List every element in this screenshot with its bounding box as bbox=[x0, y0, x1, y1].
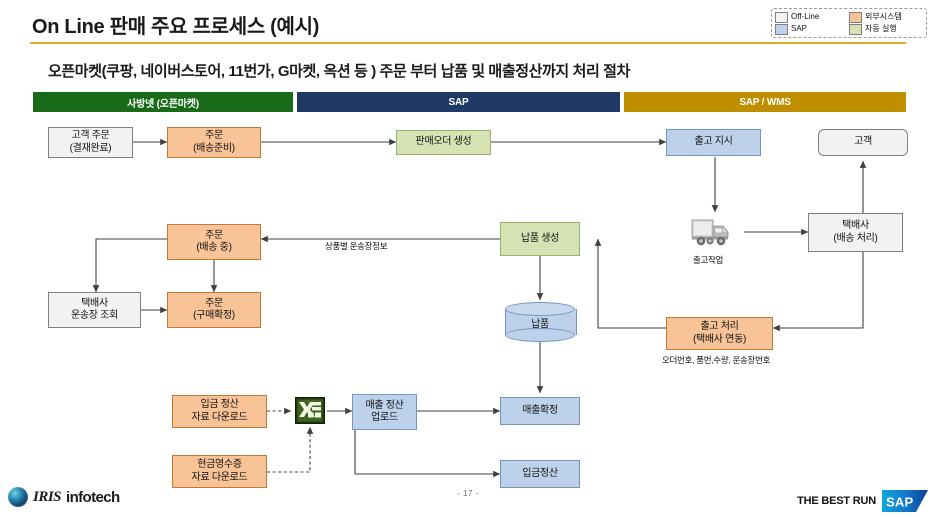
node-deposit-download-line1: 입금 정산 bbox=[200, 399, 239, 410]
node-sales-confirm[interactable]: 매출확정 bbox=[500, 397, 580, 425]
node-cash-receipt-download-line1: 현금영수증 bbox=[197, 459, 242, 470]
lane-header-sap: SAP bbox=[297, 92, 620, 112]
cylinder-bottom bbox=[505, 328, 575, 342]
node-deposit-settle-label: 입금정산 bbox=[522, 467, 558, 479]
node-customer-order-line1: 고객 주문 bbox=[71, 130, 110, 141]
node-deposit-download-line2: 자료 다운로드 bbox=[191, 411, 248, 423]
node-order-shipping[interactable]: 주문 (배송 중) bbox=[167, 224, 261, 260]
legend-item-sap: SAP bbox=[775, 23, 849, 35]
node-order-ready-line2: (배송준비) bbox=[193, 142, 235, 154]
node-customer-order-line2: (결재완료) bbox=[69, 142, 112, 154]
node-order-shipping-line2: (배송 중) bbox=[196, 242, 232, 253]
node-sales-order-create[interactable]: 판매오더 생성 bbox=[396, 130, 491, 155]
legend-label-offline: Off-Line bbox=[791, 12, 820, 21]
node-courier-shipping-line1: 택배사 bbox=[842, 220, 869, 231]
node-deposit-settle[interactable]: 입금정산 bbox=[500, 460, 580, 488]
node-delivery-db[interactable]: 납품 bbox=[505, 302, 577, 342]
legend-label-sap: SAP bbox=[791, 24, 808, 33]
node-courier-lookup-line2: 운송장 조회 bbox=[71, 310, 118, 321]
iris-logo-italic: IRIS bbox=[33, 488, 62, 505]
node-delivery-create[interactable]: 납품 생성 bbox=[500, 222, 580, 256]
node-cash-receipt-download-text: 현금영수증 자료 다운로드 bbox=[192, 459, 248, 484]
page-title: On Line 판매 주요 프로세스 (예시) bbox=[32, 16, 320, 38]
node-delivery-create-label: 납품 생성 bbox=[520, 232, 560, 244]
truck-icon bbox=[691, 219, 729, 246]
node-courier-lookup[interactable]: 택배사 운송장 조회 bbox=[48, 292, 141, 328]
caption-issue-fields: 오더번호, 품번,수량, 운송장번호 bbox=[662, 355, 771, 365]
node-goods-issue-process-line1: 출고 처리 bbox=[700, 321, 739, 332]
node-goods-issue-order[interactable]: 출고 지시 bbox=[666, 129, 761, 156]
node-cash-receipt-download[interactable]: 현금영수증 자료 다운로드 bbox=[172, 455, 267, 488]
node-sales-upload-line2: 업로드 bbox=[371, 412, 398, 423]
subtitle: 오픈마켓(쿠팡, 네이버스토어, 11번가, G마켓, 옥션 등 ) 주문 부터… bbox=[48, 63, 630, 80]
node-order-ready-line1: 주문 bbox=[205, 130, 223, 141]
excel-file-icon[interactable] bbox=[295, 397, 325, 424]
legend-swatch-sap bbox=[775, 23, 788, 35]
node-order-confirmed-text: 주문 (구매확정) bbox=[193, 298, 235, 323]
node-goods-issue-process[interactable]: 출고 처리 (택배사 연동) bbox=[666, 317, 773, 350]
legend-swatch-external bbox=[849, 11, 862, 23]
legend-item-external: 외부시스템 bbox=[849, 11, 923, 23]
node-customer-order-text: 고객 주문 (결재완료) bbox=[70, 130, 112, 155]
node-goods-issue-order-label: 출고 지시 bbox=[694, 136, 733, 148]
node-delivery-db-label: 납품 bbox=[531, 318, 549, 330]
legend-item-offline: Off-Line bbox=[775, 11, 849, 23]
node-order-confirmed-line1: 주문 bbox=[205, 297, 223, 309]
iris-logo-bold: infotech bbox=[66, 488, 120, 506]
caption-shipping-work: 출고작업 bbox=[693, 255, 724, 265]
node-order-ready[interactable]: 주문 (배송준비) bbox=[167, 127, 261, 158]
node-order-confirmed-line2: (구매확정) bbox=[193, 310, 235, 321]
node-goods-issue-process-text: 출고 처리 (택배사 연동) bbox=[693, 321, 746, 346]
node-order-confirmed[interactable]: 주문 (구매확정) bbox=[167, 292, 261, 328]
node-cash-receipt-download-line2: 자료 다운로드 bbox=[191, 471, 248, 483]
node-courier-shipping[interactable]: 택배사 (배송 처리) bbox=[808, 213, 903, 252]
legend-swatch-offline bbox=[775, 11, 788, 23]
lane-header-sap-wms: SAP / WMS bbox=[624, 92, 906, 112]
caption-waybill-info: 상품별 운송장정보 bbox=[325, 241, 388, 251]
legend-item-auto: 자동 실행 bbox=[849, 23, 923, 35]
sap-brand: THE BEST RUN SAP bbox=[797, 490, 928, 512]
node-sales-upload-text: 매출 정산 업로드 bbox=[365, 400, 403, 425]
sap-logo-icon: SAP bbox=[882, 490, 928, 512]
lane-header-sabangnet: 사방넷 (오픈마켓) bbox=[33, 92, 293, 112]
node-customer-order[interactable]: 고객 주문 (결재완료) bbox=[48, 127, 133, 158]
title-underline bbox=[30, 42, 906, 44]
node-courier-lookup-line1: 택배사 bbox=[81, 297, 108, 309]
legend-swatch-auto bbox=[849, 23, 862, 35]
cylinder-top bbox=[505, 302, 575, 316]
iris-globe-icon bbox=[8, 487, 28, 507]
node-order-shipping-text: 주문 (배송 중) bbox=[196, 229, 232, 255]
node-customer[interactable]: 고객 bbox=[818, 129, 908, 156]
node-goods-issue-process-line2: (택배사 연동) bbox=[692, 333, 747, 345]
svg-text:SAP: SAP bbox=[886, 495, 913, 510]
node-deposit-download-text: 입금 정산 자료 다운로드 bbox=[192, 399, 248, 424]
node-deposit-download[interactable]: 입금 정산 자료 다운로드 bbox=[172, 395, 267, 428]
node-order-shipping-line1: 주문 bbox=[205, 229, 223, 241]
node-courier-lookup-text: 택배사 운송장 조회 bbox=[71, 298, 118, 323]
node-courier-shipping-text: 택배사 (배송 처리) bbox=[833, 220, 877, 245]
node-customer-label: 고객 bbox=[854, 136, 872, 148]
node-sales-confirm-label: 매출확정 bbox=[522, 404, 558, 416]
node-sales-upload-line1: 매출 정산 bbox=[365, 399, 404, 411]
node-sales-order-create-label: 판매오더 생성 bbox=[415, 136, 472, 148]
legend-label-auto: 자동 실행 bbox=[865, 24, 897, 33]
node-sales-upload[interactable]: 매출 정산 업로드 bbox=[352, 394, 417, 430]
sap-tagline: THE BEST RUN bbox=[797, 495, 876, 507]
legend: Off-Line 외부시스템 SAP 자동 실행 bbox=[771, 8, 927, 38]
node-courier-shipping-line2: (배송 처리) bbox=[833, 232, 878, 244]
legend-label-external: 외부시스템 bbox=[865, 12, 902, 21]
page-number: - 17 - bbox=[457, 489, 479, 498]
node-order-ready-text: 주문 (배송준비) bbox=[193, 130, 235, 155]
